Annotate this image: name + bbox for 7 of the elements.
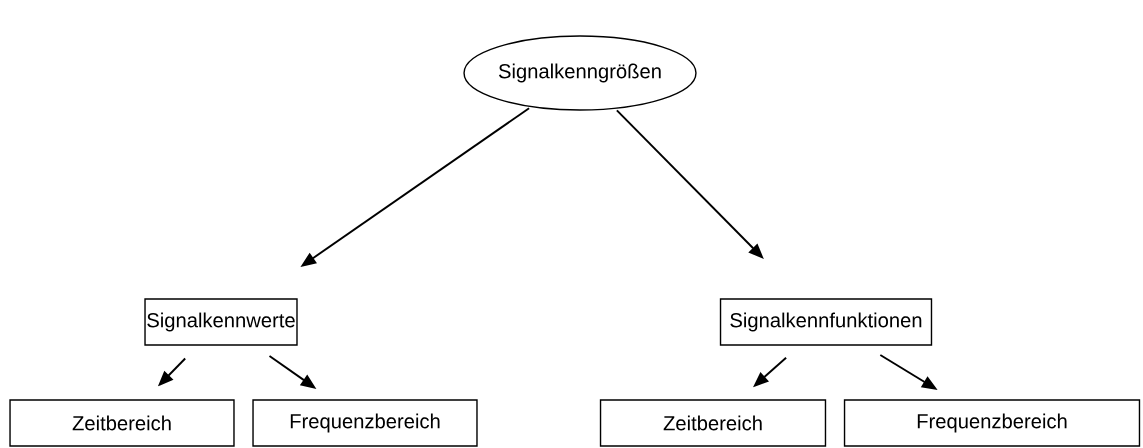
process-box: Frequenzbereich	[843, 399, 1141, 447]
process-box: Zeitbereich	[9, 399, 235, 447]
process-box: Signalkennwerte	[144, 298, 298, 346]
process-box: Frequenzbereich	[252, 399, 478, 447]
process-box: Signalkennfunktionen	[719, 298, 933, 346]
ellipse-node: Signalkenngrößen	[463, 35, 697, 111]
process-box: Zeitbereich	[599, 399, 827, 447]
